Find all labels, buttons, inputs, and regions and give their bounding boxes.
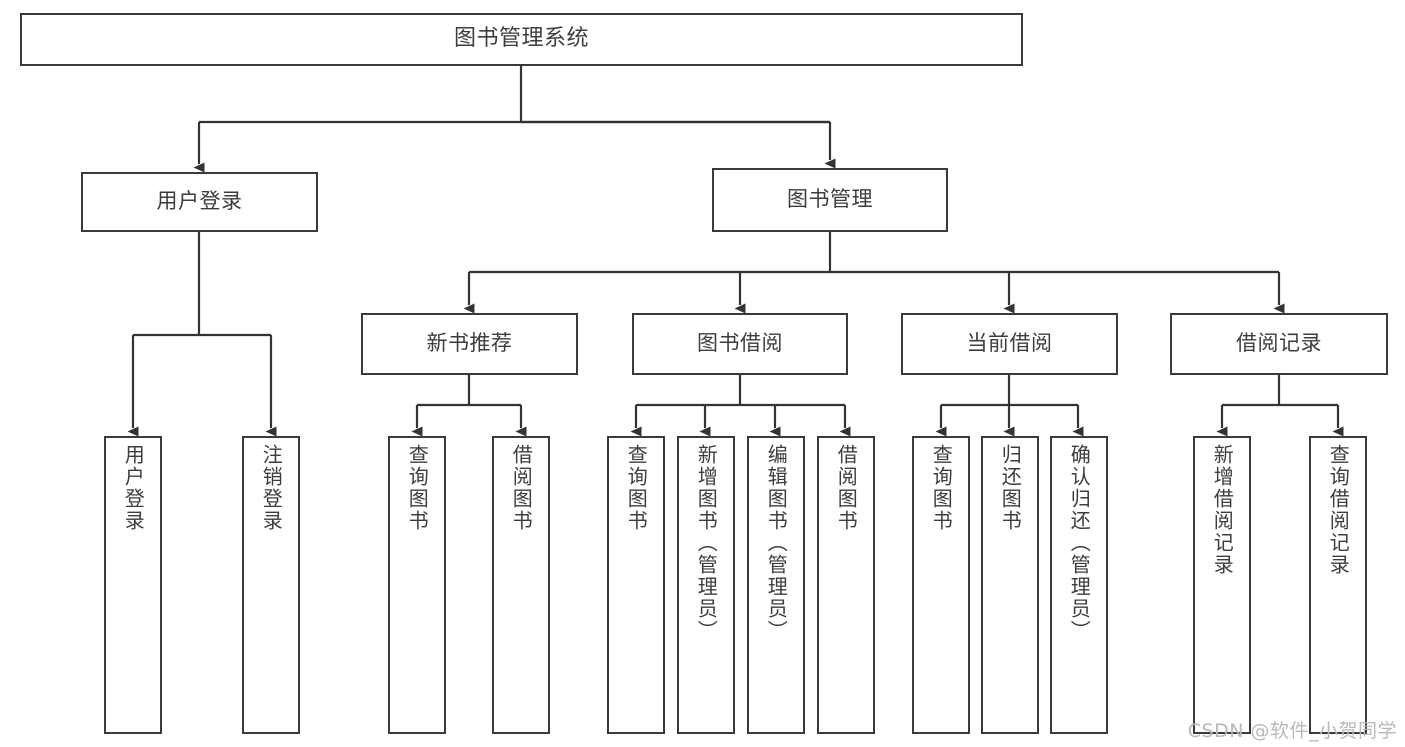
node-current-borrow[interactable]: 当前借阅	[901, 313, 1118, 375]
leaf-borrow-record-add-record[interactable]: 新增借阅记录	[1193, 436, 1251, 734]
leaf-new-book-borrow-book[interactable]: 借阅图书	[492, 436, 550, 734]
leaf-borrow-record-query-record[interactable]: 查询借阅记录	[1309, 436, 1367, 734]
leaf-book-borrow-edit-book-admin[interactable]: 编辑图书（管理员）	[747, 436, 805, 734]
node-label: 借阅图书	[834, 444, 859, 532]
leaf-book-borrow-add-book-admin[interactable]: 新增图书（管理员）	[677, 436, 735, 734]
node-label: 查询图书	[624, 444, 649, 532]
node-label: 图书管理系统	[453, 26, 589, 52]
node-book-management[interactable]: 图书管理	[712, 168, 948, 232]
node-label: 查询图书	[405, 444, 430, 532]
node-borrow-record[interactable]: 借阅记录	[1170, 313, 1388, 375]
node-user-login[interactable]: 用户登录	[81, 172, 318, 232]
node-label: 新书推荐	[426, 331, 513, 356]
leaf-current-borrow-confirm-return-admin[interactable]: 确认归还（管理员）	[1050, 436, 1108, 734]
node-label: 归还图书	[998, 444, 1023, 532]
node-label: 查询图书	[929, 444, 954, 532]
node-label: 借阅记录	[1236, 331, 1322, 356]
node-label: 新增借阅记录	[1210, 444, 1235, 576]
node-label: 图书借阅	[697, 331, 783, 356]
leaf-book-borrow-query-book[interactable]: 查询图书	[607, 436, 665, 734]
node-label: 确认归还（管理员）	[1067, 444, 1092, 642]
node-label: 注销登录	[259, 444, 284, 532]
node-root-book-management-system[interactable]: 图书管理系统	[20, 13, 1023, 66]
node-label: 新增图书（管理员）	[694, 444, 719, 642]
leaf-current-borrow-return-book[interactable]: 归还图书	[981, 436, 1039, 734]
node-book-borrow[interactable]: 图书借阅	[632, 313, 848, 375]
node-label: 借阅图书	[509, 444, 534, 532]
node-label: 图书管理	[787, 187, 873, 212]
node-new-book-recommend[interactable]: 新书推荐	[361, 313, 578, 375]
leaf-user-login-login[interactable]: 用户登录	[104, 436, 162, 734]
node-label: 编辑图书（管理员）	[764, 444, 789, 642]
csdn-watermark: CSDN @软件_小贺同学	[1187, 720, 1397, 742]
node-label: 用户登录	[156, 189, 243, 214]
leaf-user-login-logout[interactable]: 注销登录	[242, 436, 300, 734]
node-label: 查询借阅记录	[1326, 444, 1351, 576]
leaf-book-borrow-borrow-book[interactable]: 借阅图书	[817, 436, 875, 734]
node-label: 用户登录	[121, 444, 146, 532]
leaf-new-book-query-book[interactable]: 查询图书	[388, 436, 446, 734]
node-label: 当前借阅	[966, 331, 1053, 356]
leaf-current-borrow-query-book[interactable]: 查询图书	[912, 436, 970, 734]
